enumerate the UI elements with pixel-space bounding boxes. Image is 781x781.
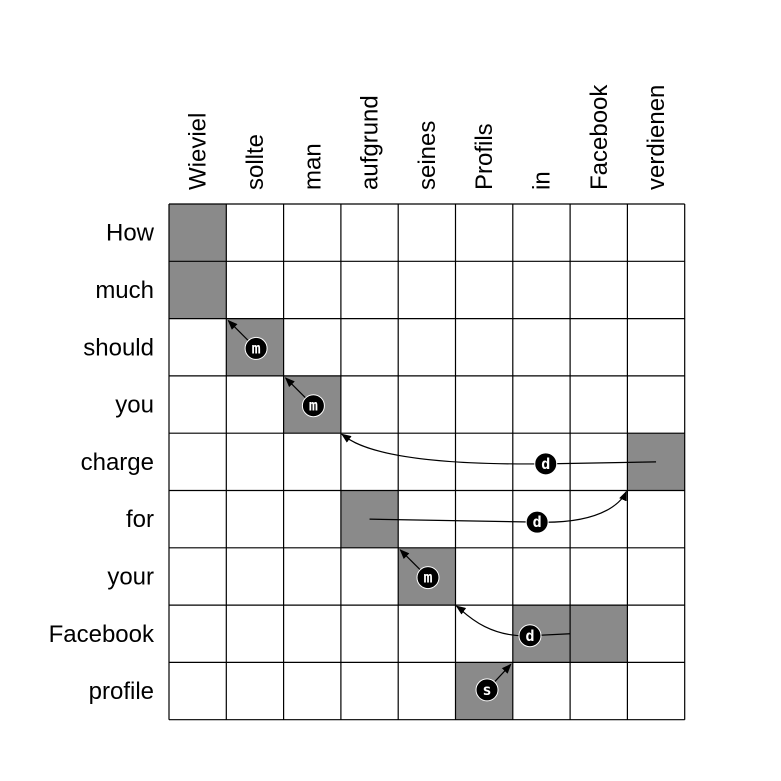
row-label: charge — [81, 449, 154, 476]
row-label: How — [106, 220, 155, 247]
badge-label: d — [533, 513, 542, 531]
badge-label: m — [423, 569, 432, 587]
badge-circle — [416, 566, 440, 590]
reordering-badge: s — [475, 678, 499, 702]
row-label: should — [83, 334, 154, 361]
column-label: verdienen — [643, 85, 670, 190]
column-label: sollte — [242, 134, 269, 190]
reordering-badge: m — [416, 566, 440, 590]
row-label: for — [126, 506, 154, 533]
row-label: your — [107, 563, 154, 590]
column-label: Facebook — [586, 84, 613, 190]
column-label: in — [528, 171, 555, 190]
reordering-badge: d — [518, 624, 542, 648]
badge-circle — [525, 510, 549, 534]
reordering-badge: m — [301, 394, 325, 418]
badge-circle — [244, 336, 268, 360]
reordering-arrow — [369, 490, 627, 523]
badge-label: m — [252, 339, 261, 357]
badge-circle — [534, 452, 558, 476]
row-label: you — [115, 392, 154, 419]
column-label: aufgrund — [357, 95, 384, 190]
column-label: Wieviel — [185, 113, 212, 190]
badge-circle — [518, 624, 542, 648]
badge-circle — [301, 394, 325, 418]
column-label: seines — [414, 121, 441, 190]
badge-label: m — [309, 397, 318, 415]
reordering-arrow — [341, 433, 657, 465]
column-label: Profils — [471, 123, 498, 190]
row-label: much — [95, 277, 154, 304]
column-label: man — [299, 143, 326, 190]
badge-label: d — [525, 627, 534, 645]
reordering-badge: d — [534, 452, 558, 476]
badge-label: s — [482, 681, 491, 699]
row-label: Facebook — [49, 621, 155, 648]
row-label: profile — [89, 678, 154, 705]
reordering-badge: m — [244, 336, 268, 360]
reordering-badge: d — [525, 510, 549, 534]
badge-label: d — [541, 455, 550, 473]
badge-circle — [475, 678, 499, 702]
